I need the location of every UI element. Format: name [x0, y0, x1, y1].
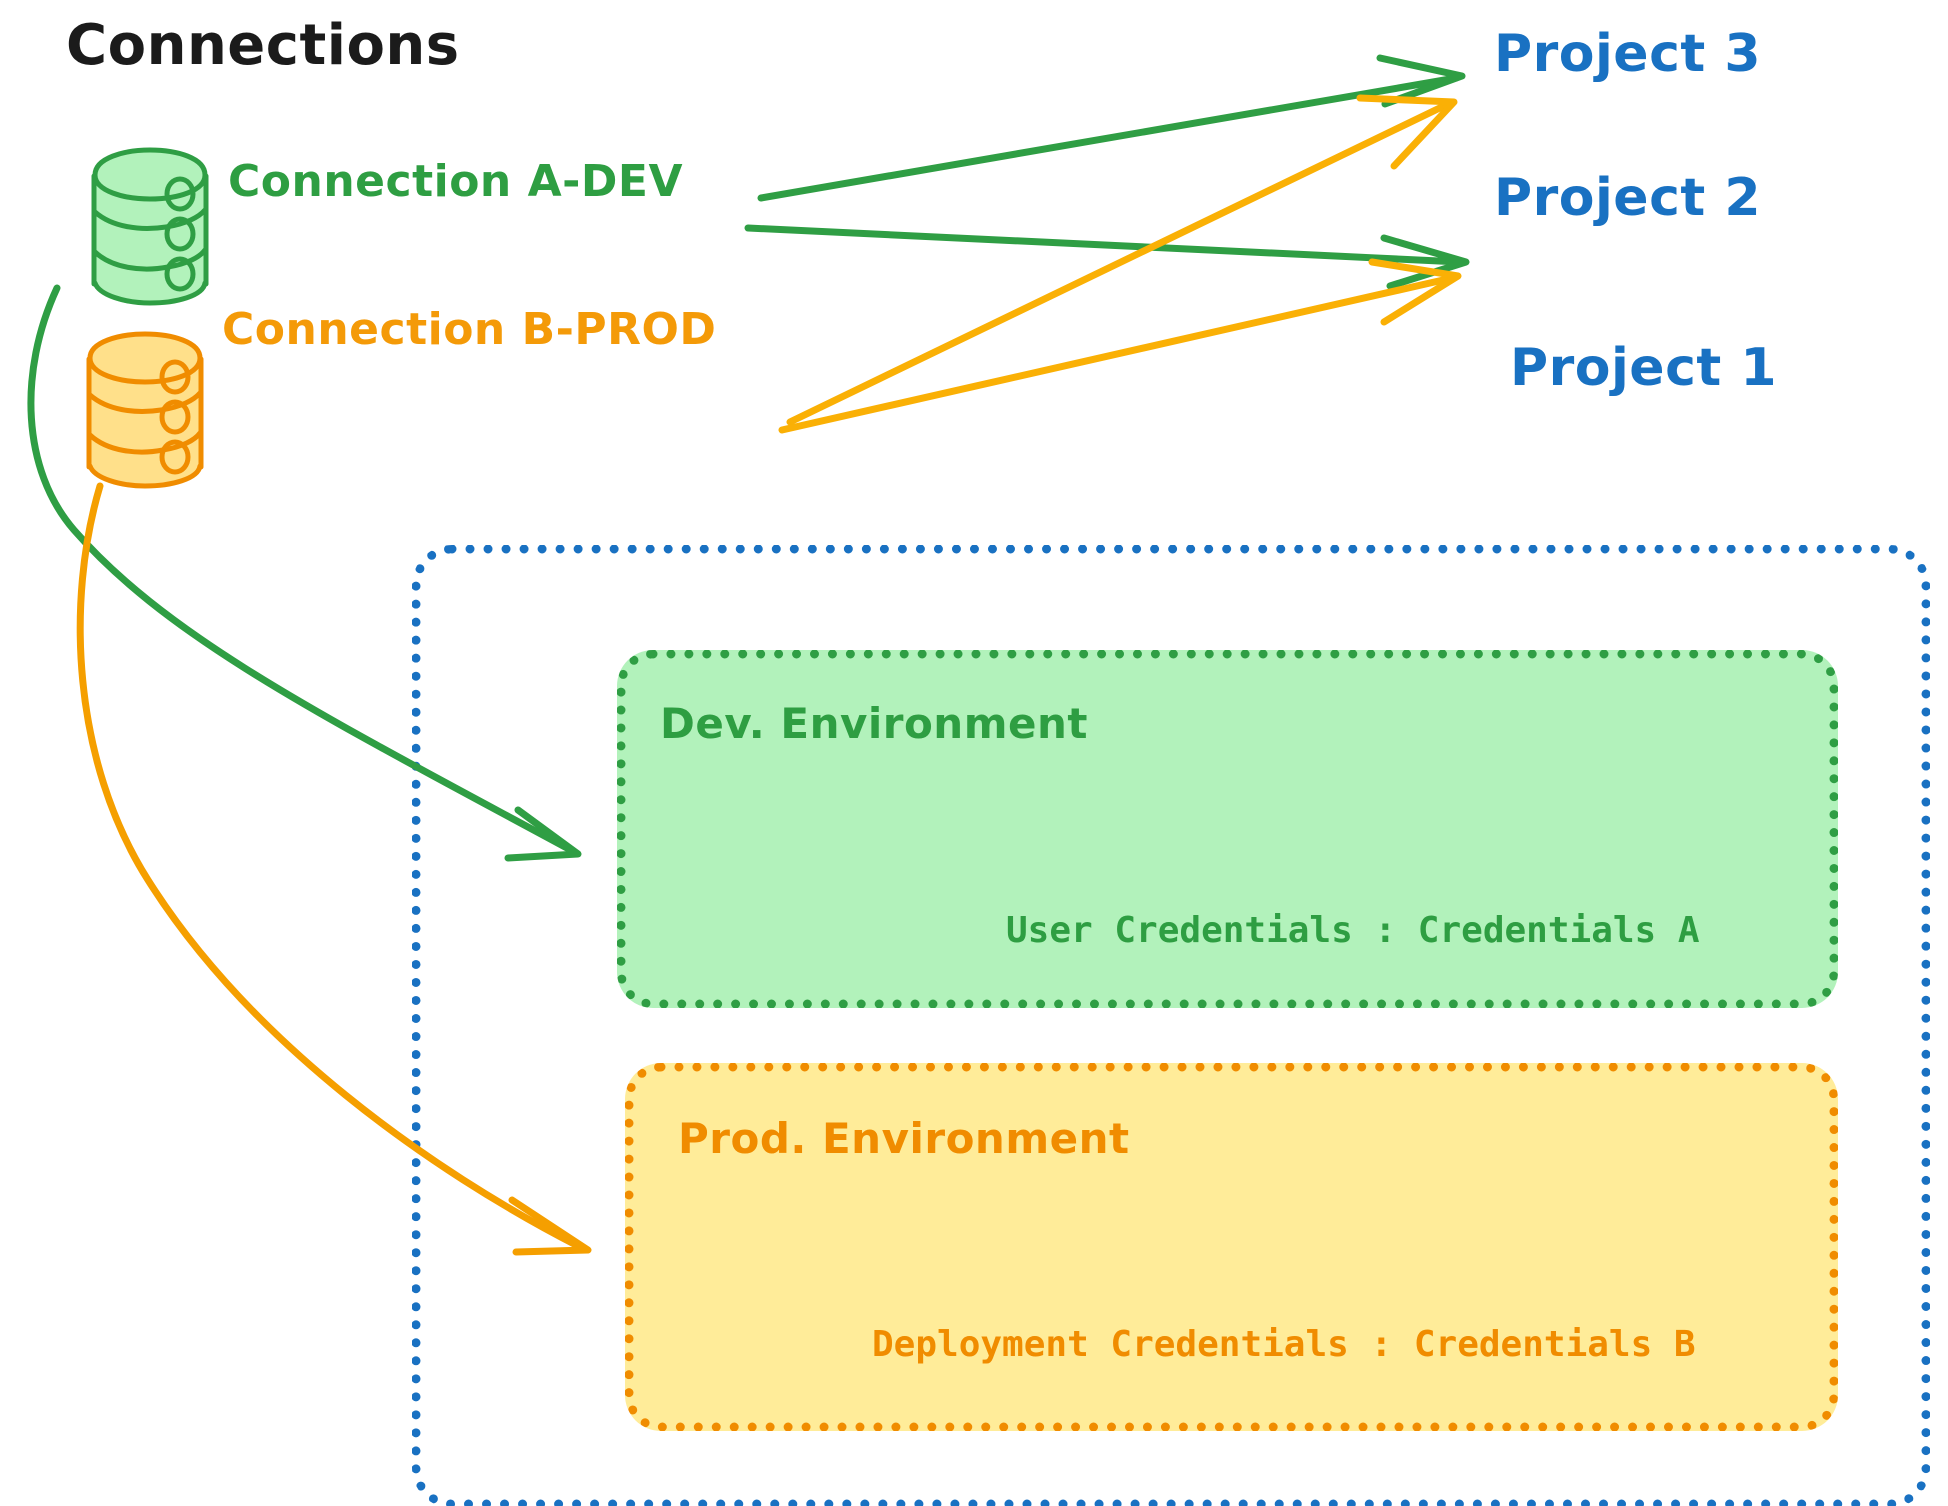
database-cylinder-icon-green[interactable]	[91, 147, 209, 306]
dev-environment-title: Dev. Environment	[660, 699, 1088, 748]
arrow-conn-b-to-project-3	[786, 94, 1458, 426]
connection-a-dev-label[interactable]: Connection A-DEV	[228, 156, 684, 207]
arrow-conn-a-to-project-3	[757, 54, 1466, 202]
dev-environment-box[interactable]	[617, 650, 1838, 1008]
prod-environment-credentials: Deployment Credentials : Credentials B	[872, 1324, 1696, 1365]
dev-environment-credentials: User Credentials : Credentials A	[1006, 910, 1700, 951]
arrow-conn-a-to-project-2	[744, 224, 1470, 290]
arrow-conn-b-to-project-2	[778, 258, 1462, 434]
prod-environment-title: Prod. Environment	[678, 1114, 1130, 1163]
page-title: Connections	[66, 13, 460, 78]
database-cylinder-icon-orange[interactable]	[86, 331, 204, 489]
project-1-label[interactable]: Project 1	[1510, 338, 1778, 398]
project-2-label[interactable]: Project 2	[1494, 168, 1762, 228]
prod-environment-box[interactable]	[625, 1063, 1838, 1431]
connection-b-prod-label[interactable]: Connection B-PROD	[222, 304, 717, 355]
project-3-label[interactable]: Project 3	[1494, 24, 1762, 84]
